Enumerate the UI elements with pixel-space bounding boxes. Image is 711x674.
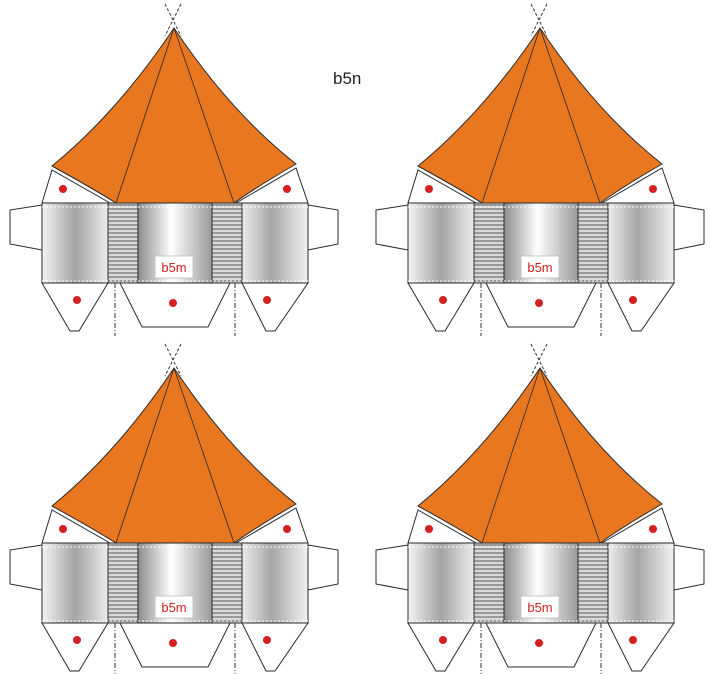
apex-guide-line xyxy=(530,343,548,377)
red-marker xyxy=(425,185,433,193)
red-marker xyxy=(73,636,81,644)
left-glue-flap xyxy=(9,544,43,591)
left-glue-flap xyxy=(375,544,409,591)
red-marker xyxy=(263,636,271,644)
roof-ridge-line xyxy=(539,27,601,204)
orange-roof xyxy=(51,367,297,544)
band-right-face xyxy=(607,202,675,284)
sheet-title: b5n xyxy=(333,69,361,88)
band-left-face xyxy=(41,202,109,284)
net-piece: b5m xyxy=(375,3,705,336)
bottom-tab-left xyxy=(41,282,109,332)
orange-roof xyxy=(417,27,663,204)
band-striped-face xyxy=(577,202,609,284)
band-striped-face xyxy=(473,542,505,624)
red-marker xyxy=(629,636,637,644)
red-marker xyxy=(263,296,271,304)
right-glue-flap xyxy=(307,204,339,251)
net-piece: b5m xyxy=(9,3,339,336)
piece-label-box xyxy=(154,255,194,279)
red-marker xyxy=(649,525,657,533)
net-piece: b5m xyxy=(9,343,339,674)
red-marker xyxy=(535,299,543,307)
right-glue-flap xyxy=(673,204,705,251)
roof-ridge-line xyxy=(173,27,235,204)
roof-ridge-line xyxy=(115,27,175,204)
roof-ridge-line xyxy=(539,367,601,544)
band-striped-face xyxy=(211,542,243,624)
band-right-face xyxy=(241,542,309,624)
bottom-tab-right xyxy=(607,282,675,332)
apex-guide-line xyxy=(164,3,182,37)
red-marker xyxy=(425,525,433,533)
band-striped-face xyxy=(577,542,609,624)
bottom-tab-left xyxy=(407,282,475,332)
apex-guide-line xyxy=(164,343,182,377)
left-glue-flap xyxy=(375,204,409,251)
left-glue-flap xyxy=(9,204,43,251)
piece-label: b5m xyxy=(527,260,552,275)
piece-label-box xyxy=(520,255,560,279)
red-marker xyxy=(59,525,67,533)
red-marker xyxy=(439,296,447,304)
piece-label: b5m xyxy=(161,600,186,615)
cutout-pieces: b5m b5m b5m b5m xyxy=(9,3,705,674)
net-piece: b5m xyxy=(375,343,705,674)
red-marker xyxy=(283,185,291,193)
band-striped-face xyxy=(107,542,139,624)
piece-label: b5m xyxy=(527,600,552,615)
band-left-face xyxy=(407,542,475,624)
band-right-face xyxy=(241,202,309,284)
red-marker xyxy=(629,296,637,304)
red-marker xyxy=(283,525,291,533)
right-glue-flap xyxy=(307,544,339,591)
band-striped-face xyxy=(473,202,505,284)
red-marker xyxy=(59,185,67,193)
red-marker xyxy=(169,299,177,307)
orange-roof xyxy=(417,367,663,544)
roof-ridge-line xyxy=(481,27,541,204)
band-left-face xyxy=(407,202,475,284)
apex-guide-line xyxy=(530,3,548,37)
band-striped-face xyxy=(107,202,139,284)
band-left-face xyxy=(41,542,109,624)
bottom-tab-left xyxy=(407,622,475,672)
red-marker xyxy=(169,639,177,647)
roof-ridge-line xyxy=(115,367,175,544)
right-glue-flap xyxy=(673,544,705,591)
bottom-tab-right xyxy=(241,622,309,672)
piece-label: b5m xyxy=(161,260,186,275)
orange-roof xyxy=(51,27,297,204)
roof-ridge-line xyxy=(173,367,235,544)
piece-label-box xyxy=(154,595,194,619)
roof-ridge-line xyxy=(481,367,541,544)
bottom-tab-right xyxy=(607,622,675,672)
band-right-face xyxy=(607,542,675,624)
red-marker xyxy=(649,185,657,193)
bottom-tab-right xyxy=(241,282,309,332)
red-marker xyxy=(535,639,543,647)
red-marker xyxy=(439,636,447,644)
band-striped-face xyxy=(211,202,243,284)
piece-label-box xyxy=(520,595,560,619)
red-marker xyxy=(73,296,81,304)
bottom-tab-left xyxy=(41,622,109,672)
